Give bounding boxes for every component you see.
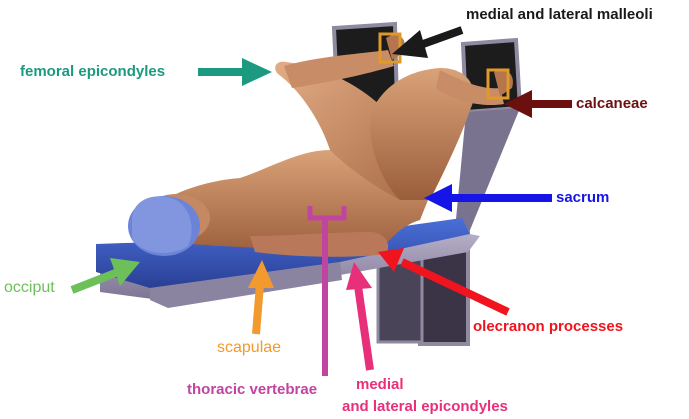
label-medial-line1: medial xyxy=(356,374,508,396)
label-occiput: occiput xyxy=(4,279,55,297)
label-calcaneae: calcaneae xyxy=(576,95,648,113)
arrow-sacrum xyxy=(424,184,552,212)
label-scapulae: scapulae xyxy=(217,339,281,357)
arrow-medial xyxy=(346,262,372,370)
arrow-femoral xyxy=(198,58,272,86)
label-medial-lateral-malleoli: medial and lateral malleoli xyxy=(466,6,653,24)
label-medial-line2: and lateral epicondyles xyxy=(342,396,508,418)
label-sacrum: sacrum xyxy=(556,189,609,207)
label-thoracic-vertebrae: thoracic vertebrae xyxy=(187,381,317,399)
label-olecranon-processes: olecranon processes xyxy=(473,318,623,336)
label-femoral-epicondyles: femoral epicondyles xyxy=(20,63,165,81)
label-medial-lateral-epicondyles: medial and lateral epicondyles xyxy=(356,374,508,418)
